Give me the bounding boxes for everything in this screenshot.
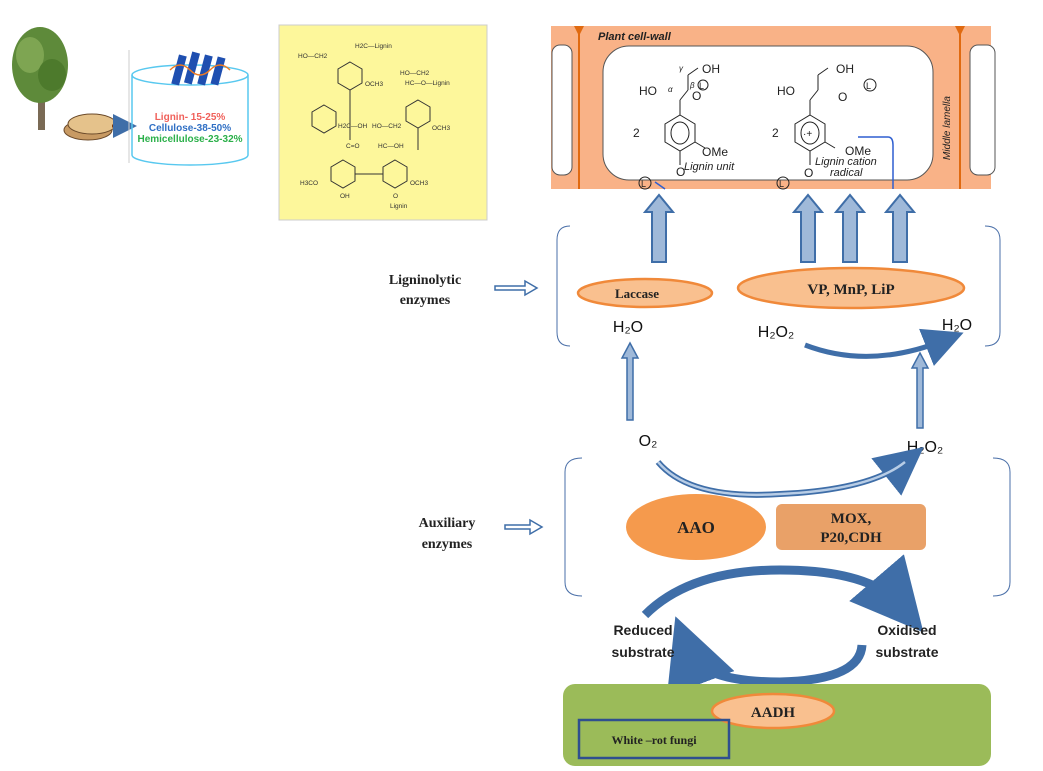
aadh-ellipse xyxy=(710,692,836,730)
h2o2-label: H₂O₂ xyxy=(907,439,943,456)
ligninolytic-label: Ligninolytic xyxy=(389,273,461,288)
structure-label: Lignin xyxy=(390,203,408,210)
h2o2-peroxidase-label: H₂O₂ xyxy=(758,324,794,341)
o2-to-h2o2-arrow xyxy=(655,447,924,498)
right-arrow-icon xyxy=(504,518,544,536)
up-arrow-icon xyxy=(642,193,676,263)
oxidised-substrate-label-line2: substrate xyxy=(875,644,938,660)
structure-label: HO—CH2 xyxy=(400,70,430,77)
h2o-peroxidase-label: H₂O xyxy=(942,317,972,334)
structure-label: H2C—OH xyxy=(338,123,368,130)
middle-lamella-label: Middle lamella xyxy=(942,96,953,160)
up-arrows-to-cell-wall xyxy=(642,193,917,263)
lignocellulose-cylinder: Lignin- 15-25% Cellulose-38-50% Hemicell… xyxy=(128,50,249,166)
laccase-label: Laccase xyxy=(615,286,659,301)
plant-cell-wall: Plant cell-wall Middle lamella HO OH O L… xyxy=(551,26,996,190)
ho-label: HO xyxy=(777,84,795,98)
ho-label: HO xyxy=(639,84,657,98)
lignin-unit-structure xyxy=(638,67,709,190)
o2-up-arrow xyxy=(620,341,640,421)
radical-symbol: ·+ xyxy=(803,129,812,140)
h2o2-to-h2o-arrow xyxy=(804,328,964,366)
o-label: O xyxy=(676,165,685,179)
auxiliary-label-line2: enzymes xyxy=(422,537,473,552)
structure-label: OCH3 xyxy=(410,180,428,187)
gamma-label: γ xyxy=(679,64,684,73)
up-arrow-icon xyxy=(791,193,825,263)
oh-label: OH xyxy=(836,62,854,76)
oxidised-substrate-label: Oxidised xyxy=(877,622,936,638)
structure-label: OH xyxy=(340,193,350,200)
structure-label: H3CO xyxy=(300,180,318,187)
o-label: O xyxy=(804,166,813,180)
aao-ellipse xyxy=(626,494,766,560)
auxiliary-bracket-left xyxy=(564,457,583,597)
structure-label: O xyxy=(393,193,398,200)
peroxidases-ellipse xyxy=(736,266,966,310)
lignin-structure-image: H2C—Lignin HO—CH2 HO—CH2 HC—O—Lignin OCH… xyxy=(278,24,488,221)
reduced-to-oxidised-arrow xyxy=(641,554,924,633)
tree-illustration xyxy=(12,27,137,141)
hemicellulose-percentage: Hemicellulose-23-32% xyxy=(137,134,242,145)
ligninolytic-label-line2: enzymes xyxy=(400,293,451,308)
up-arrow-icon xyxy=(883,193,917,263)
h2o-laccase-label: H₂O xyxy=(613,319,643,336)
aadh-label: AADH xyxy=(751,705,795,721)
beta-label: β xyxy=(689,81,695,90)
l-label: L xyxy=(866,81,871,91)
structure-label: OCH3 xyxy=(365,81,383,88)
l-label: L xyxy=(779,179,784,189)
o-label: O xyxy=(838,90,847,104)
right-arrow-icon xyxy=(494,279,539,297)
structure-label: OCH3 xyxy=(432,125,450,132)
count-label: 2 xyxy=(633,126,640,140)
l-label: L xyxy=(699,81,704,91)
o2-label: O₂ xyxy=(639,433,658,450)
up-arrow-icon xyxy=(833,193,867,263)
h2o2-up-arrow xyxy=(910,351,930,429)
l-label: L xyxy=(641,179,646,189)
peroxidases-label: VP, MnP, LiP xyxy=(807,282,894,298)
o-label: O xyxy=(692,89,701,103)
reduced-substrate-label-line2: substrate xyxy=(611,644,674,660)
lignin-cation-radical-structure xyxy=(776,67,877,190)
structure-label: HO—CH2 xyxy=(298,53,328,60)
lignin-percentage: Lignin- 15-25% xyxy=(155,112,226,123)
ome-label: OMe xyxy=(702,145,728,159)
count-label: 2 xyxy=(772,126,779,140)
structure-label: HC—O—Lignin xyxy=(405,80,450,87)
ligninolytic-bracket-right xyxy=(984,225,1001,347)
oh-label: OH xyxy=(702,62,720,76)
ligninolytic-bracket-left xyxy=(556,225,571,347)
mox-label: MOX, xyxy=(831,511,872,527)
auxiliary-label: Auxiliary xyxy=(419,516,476,531)
lignin-cation-label: Lignin cation xyxy=(815,156,877,168)
reduced-substrate-label: Reduced xyxy=(613,622,672,638)
structure-label: H2C—Lignin xyxy=(355,43,392,50)
auxiliary-bracket-right xyxy=(992,457,1011,597)
cellulose-fibril-icon xyxy=(169,51,231,86)
oxidised-to-reduced-arrow xyxy=(666,616,867,697)
structure-label: HO—CH2 xyxy=(372,123,402,130)
laccase-ellipse xyxy=(576,277,714,309)
cellulose-percentage: Cellulose-38-50% xyxy=(149,123,231,134)
white-rot-fungi-label: White –rot fungi xyxy=(611,733,697,747)
aao-label: AAO xyxy=(677,518,715,537)
lignin-unit-label: Lignin unit xyxy=(684,161,735,173)
p20-cdh-label: P20,CDH xyxy=(820,530,882,546)
cell-wall-title: Plant cell-wall xyxy=(598,31,672,43)
structure-label: HC—OH xyxy=(378,143,404,150)
ome-label: OMe xyxy=(845,144,871,158)
mox-box xyxy=(776,504,926,550)
white-rot-fungi-box xyxy=(577,718,731,760)
radical-label: radical xyxy=(830,167,863,179)
structure-label: C=O xyxy=(346,143,360,150)
alpha-label: α xyxy=(668,85,673,94)
